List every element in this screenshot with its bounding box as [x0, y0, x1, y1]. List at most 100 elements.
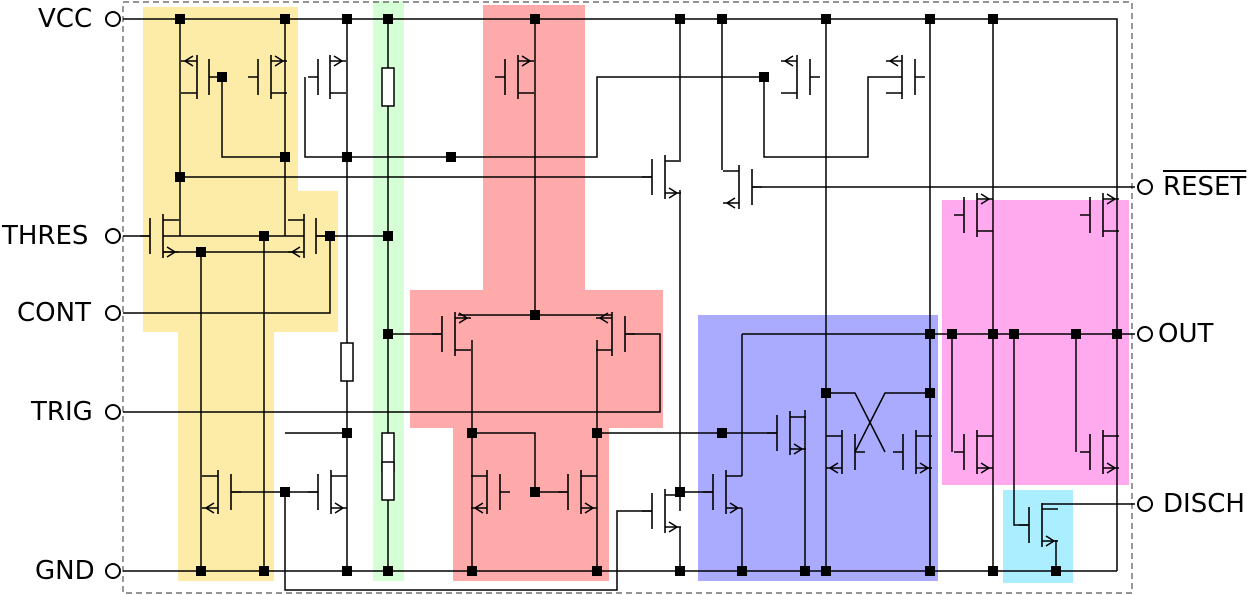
junction-node	[467, 566, 477, 576]
transistor-arrow	[980, 462, 991, 474]
pin-label-disch: DISCH	[1163, 489, 1245, 519]
transistor-arrow	[729, 502, 740, 514]
junction-node	[717, 14, 727, 24]
junction-node	[988, 329, 998, 339]
junction-node	[342, 428, 352, 438]
transistor-arrow	[473, 502, 484, 514]
transistor-arrow	[166, 246, 177, 258]
transistor-arrow	[204, 502, 215, 514]
transistor-arrow	[919, 462, 930, 474]
wire	[472, 432, 536, 492]
transistor-arrow	[783, 55, 794, 67]
junction-node	[280, 14, 290, 24]
pin-label-trig: TRIG	[31, 397, 93, 427]
junction-node	[217, 72, 227, 82]
junction-node	[325, 231, 335, 241]
pin-label-thres: THRES	[2, 221, 89, 251]
transistor-arrow	[668, 521, 679, 533]
junction-node	[342, 14, 352, 24]
transistor-arrow	[274, 55, 285, 67]
transistor-leads	[308, 475, 347, 509]
junction-node	[383, 231, 393, 241]
transistor-leads	[642, 160, 681, 194]
pin-terminal	[105, 11, 121, 27]
transistor-arrow	[458, 312, 469, 324]
transistor-arrow	[334, 502, 345, 514]
pin-terminal	[105, 305, 121, 321]
wire	[123, 236, 331, 314]
pin-label-vcc: VCC	[38, 4, 93, 34]
transistor-arrow	[828, 462, 839, 474]
pin-terminal	[1137, 496, 1153, 512]
junction-node	[1051, 566, 1061, 576]
junction-node	[530, 14, 540, 24]
junction-node	[1071, 329, 1081, 339]
junction-node	[196, 566, 206, 576]
pin-terminal	[105, 404, 121, 420]
transistor-arrow	[521, 55, 532, 67]
junction-node	[592, 428, 602, 438]
wire	[284, 492, 652, 591]
junction-node	[800, 566, 810, 576]
junction-node	[259, 231, 269, 241]
pin-terminal	[105, 563, 121, 579]
junction-node	[592, 566, 602, 576]
transistor-arrow	[1106, 462, 1117, 474]
junction-node	[175, 172, 185, 182]
wire	[221, 77, 285, 158]
junction-node	[530, 487, 540, 497]
junction-node	[383, 14, 393, 24]
transistor-leads	[642, 494, 681, 528]
junction-node	[947, 329, 957, 339]
output-stage-region	[942, 200, 1129, 485]
junction-node	[675, 566, 685, 576]
junction-node	[467, 428, 477, 438]
junction-node	[821, 14, 831, 24]
pin-label-gnd: GND	[35, 556, 95, 586]
pin-terminal	[1137, 179, 1153, 195]
junction-node	[821, 388, 831, 398]
junction-node	[446, 152, 456, 162]
transistor-arrow	[584, 502, 595, 514]
wire	[304, 76, 764, 158]
junction-node	[1009, 329, 1019, 339]
junction-node	[280, 487, 290, 497]
pin-terminal	[105, 228, 121, 244]
transistor-arrow	[793, 443, 804, 455]
resistor	[381, 67, 395, 107]
threshold-comparator-region	[143, 7, 338, 581]
transistor-leads	[781, 60, 820, 94]
wire	[854, 392, 930, 453]
junction-node	[675, 487, 685, 497]
junction-node	[383, 566, 393, 576]
junction-node	[280, 152, 290, 162]
flip-flop-region	[698, 315, 938, 581]
junction-node	[530, 310, 540, 320]
wire	[123, 18, 1118, 571]
wire	[123, 333, 661, 413]
junction-node	[1112, 329, 1122, 339]
transistor-arrow	[290, 246, 301, 258]
junction-node	[196, 247, 206, 257]
transistor-arrow	[668, 187, 679, 199]
transistor-arrow	[598, 312, 609, 324]
junction-node	[383, 329, 393, 339]
junction-node	[675, 14, 685, 24]
resistor	[381, 461, 395, 501]
transistor-arrow	[888, 55, 899, 67]
junction-node	[988, 566, 998, 576]
pin-terminal	[1137, 326, 1153, 342]
junction-node	[925, 329, 935, 339]
transistor-arrow	[1045, 535, 1056, 547]
transistor-leads	[308, 60, 346, 94]
junction-node	[821, 566, 831, 576]
junction-node	[925, 566, 935, 576]
junction-node	[925, 14, 935, 24]
junction-node	[342, 566, 352, 576]
chip-boundary	[122, 1, 1133, 594]
wire	[826, 392, 886, 453]
pin-label-reset: RESET	[1163, 172, 1247, 202]
transistor-arrow	[980, 193, 991, 205]
